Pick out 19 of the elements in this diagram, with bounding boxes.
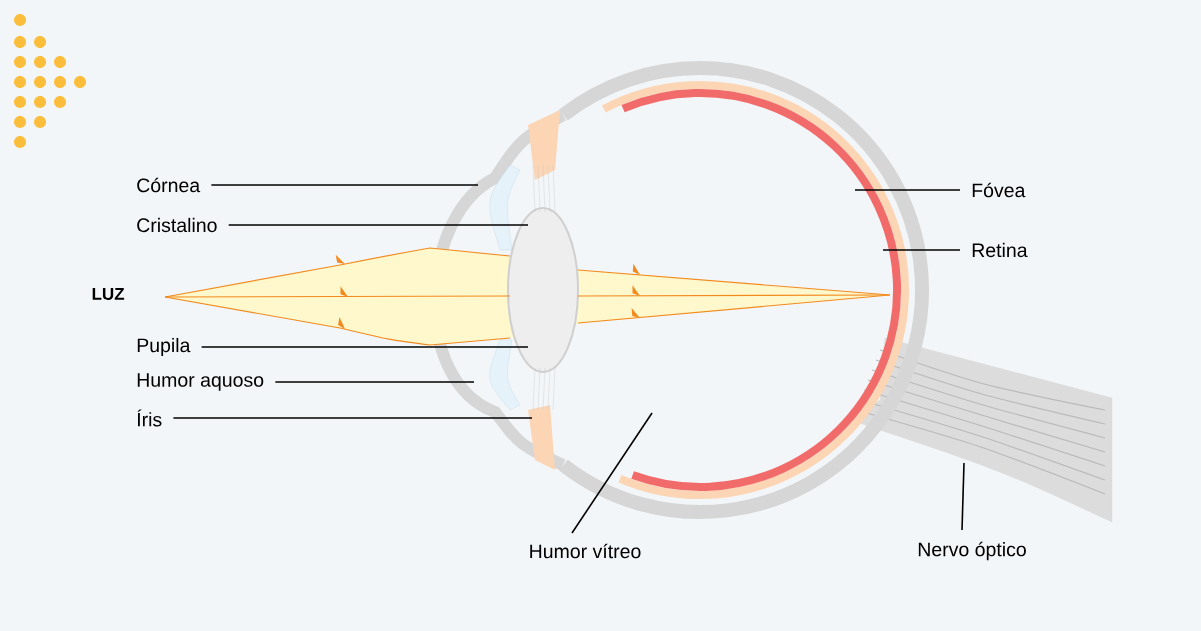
leader-line [200, 346, 529, 348]
part-label: Cristalino [137, 217, 217, 233]
leader-line [571, 412, 653, 534]
part-label: Humor aquoso [137, 373, 264, 391]
leader-line [227, 224, 529, 226]
leader-line [210, 184, 479, 186]
part-label: Íris [137, 409, 162, 427]
leader-line [882, 249, 961, 251]
part-label: Nervo óptico [918, 541, 1026, 561]
part-label: Fóvea [972, 182, 1026, 198]
light-label: LUZ [92, 288, 125, 300]
leader-line [274, 381, 475, 383]
part-label: Córnea [137, 177, 201, 193]
leader-line [854, 189, 961, 191]
leader-line [172, 417, 533, 419]
part-label: Pupila [137, 337, 191, 357]
leader-line [961, 462, 965, 531]
part-label: Retina [972, 242, 1028, 258]
part-label: Humor vítreo [530, 543, 641, 559]
